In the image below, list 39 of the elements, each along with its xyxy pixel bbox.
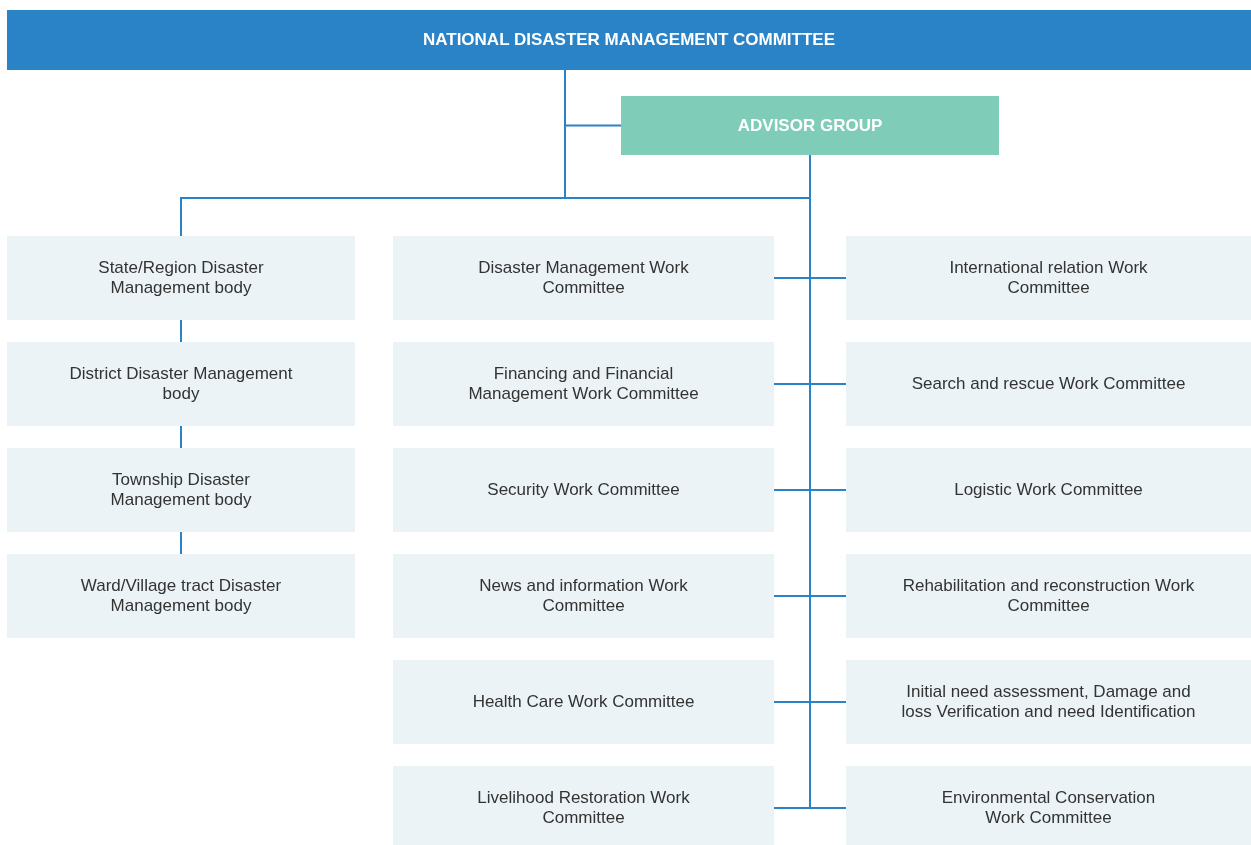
box-label: ADVISOR GROUP <box>737 115 883 136</box>
box-label: NATIONAL DISASTER MANAGEMENT COMMITTEE <box>422 30 836 50</box>
box-label: International relation Work Committee <box>948 258 1149 298</box>
box-label: Livelihood Restoration Work Committee <box>476 788 691 828</box>
committee-box <box>846 766 1251 845</box>
box-label: State/Region Disaster Management body <box>97 258 265 298</box>
box-label: Search and rescue Work Committee <box>911 374 1186 394</box>
committee-box <box>7 236 355 320</box>
committee-box <box>7 554 355 638</box>
committee-box <box>7 448 355 532</box>
committee-box <box>393 236 774 320</box>
advisor-box <box>621 96 999 155</box>
connector-line <box>180 319 182 343</box>
box-label: Ward/Village tract Disaster Management body <box>79 576 283 616</box>
committee-box <box>393 766 774 845</box>
committee-box <box>7 342 355 426</box>
connector-line <box>180 425 182 449</box>
box-label: Disaster Management Work Committee <box>477 258 690 298</box>
committee-box <box>846 660 1251 744</box>
committee-box <box>846 342 1251 426</box>
committee-box <box>846 554 1251 638</box>
committee-box <box>393 554 774 638</box>
box-label: Security Work Committee <box>487 480 680 500</box>
committee-box <box>846 236 1251 320</box>
box-label: Environmental Conservation Work Committee <box>940 788 1157 828</box>
box-label: Health Care Work Committee <box>472 692 695 712</box>
box-label: Financing and Financial Management Work Committee <box>467 364 700 404</box>
committee-box <box>846 448 1251 532</box>
box-label: Township Disaster Management body <box>109 470 253 510</box>
connector-line <box>180 531 182 555</box>
committee-box <box>393 660 774 744</box>
box-label: News and information Work Committee <box>478 576 689 616</box>
box-label: District Disaster Management body <box>68 364 294 404</box>
box-label: Rehabilitation and reconstruction Work Committee <box>901 576 1196 616</box>
committee-box <box>393 448 774 532</box>
committee-box <box>393 342 774 426</box>
box-label: Initial need assessment, Damage and loss Verification and need Identification <box>900 682 1197 722</box>
box-label: Logistic Work Committee <box>954 480 1143 500</box>
header-bar <box>7 10 1251 70</box>
